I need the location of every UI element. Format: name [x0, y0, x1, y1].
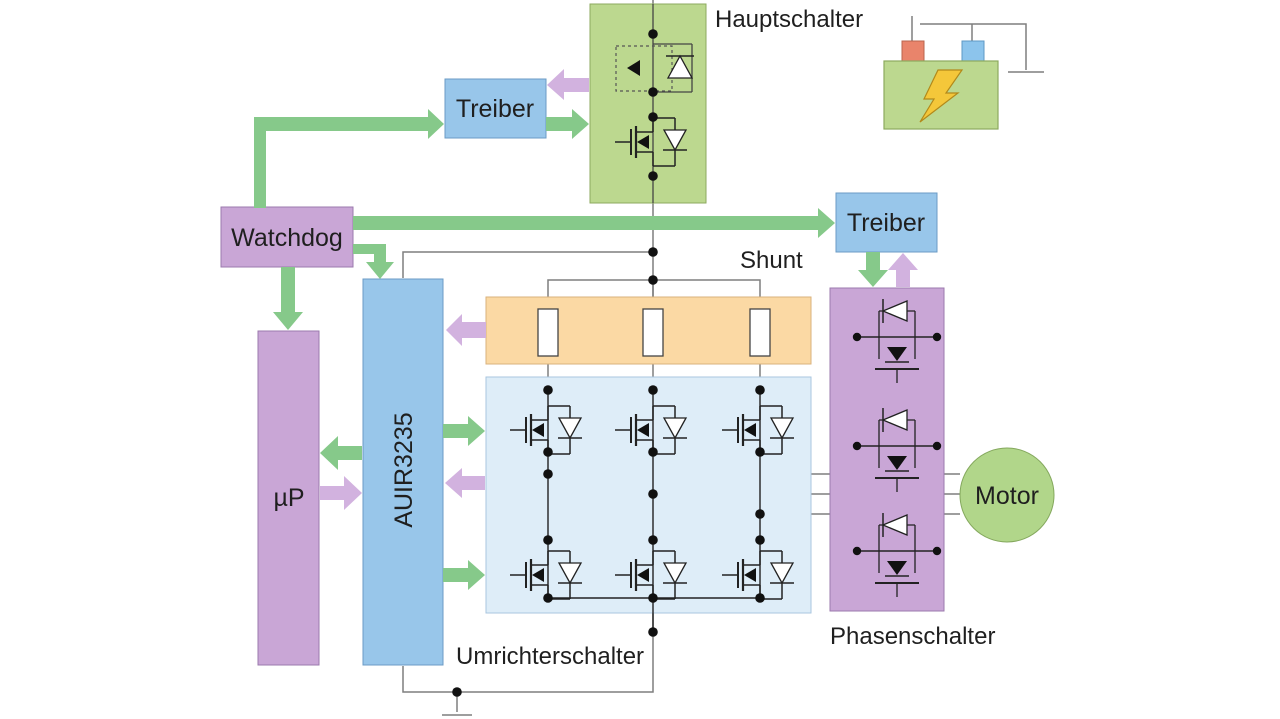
main-switch-label: Hauptschalter	[715, 6, 863, 33]
arrow-phase-switch-to-driver	[888, 253, 918, 287]
shunt-label: Shunt	[740, 247, 803, 274]
inverter-switches-label: Umrichterschalter	[456, 643, 644, 670]
arrow-ic-to-inverter-high	[443, 416, 485, 446]
motor-block: Motor	[959, 447, 1055, 543]
watchdog-label: Watchdog	[231, 224, 343, 252]
gate-driver-ic-label: AUIR3235	[390, 412, 418, 527]
gate-driver-ic-block: AUIR3235	[362, 278, 444, 666]
phase-switches-label: Phasenschalter	[830, 623, 995, 650]
microprocessor-label: µP	[273, 484, 304, 512]
arrow-driver-to-phase-switch	[858, 252, 888, 287]
watchdog-block: Watchdog	[220, 206, 354, 268]
microprocessor-block: µP	[257, 330, 320, 666]
arrow-mcu-to-ic	[320, 476, 362, 510]
signal-arrows	[254, 69, 918, 590]
arrow-driver-to-main-switch	[546, 109, 589, 139]
arrow-main-switch-to-driver	[547, 69, 589, 100]
arrow-watchdog-to-mcu	[273, 267, 303, 330]
arrow-watchdog-to-driver-right	[353, 208, 835, 238]
arrow-ic-to-inverter-low	[443, 560, 485, 590]
arrow-watchdog-to-ic	[353, 244, 394, 279]
battery-icon	[883, 16, 999, 130]
shunt-block	[485, 296, 812, 365]
driver-top-label: Treiber	[456, 95, 534, 123]
rail-junctions	[452, 247, 658, 697]
main-switch-block	[589, 3, 707, 204]
arrow-shunt-to-ic	[446, 314, 486, 346]
phase-switch-block	[829, 287, 945, 612]
arrow-inverter-to-ic	[445, 468, 485, 498]
driver-top-block: Treiber	[444, 78, 547, 139]
motor-label: Motor	[975, 482, 1039, 510]
driver-right-label: Treiber	[847, 209, 925, 237]
driver-right-block: Treiber	[835, 192, 938, 253]
arrow-watchdog-to-driver-top	[254, 109, 444, 208]
inverter-bridge-block	[485, 376, 812, 632]
arrow-ic-to-mcu	[320, 436, 362, 470]
